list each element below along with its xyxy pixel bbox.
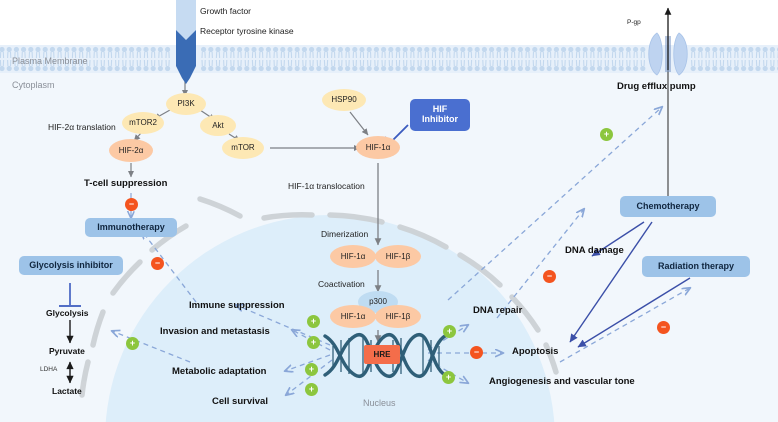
node-mtor2: mTOR2 xyxy=(122,112,164,134)
regulator-minus-radiation: − xyxy=(657,321,670,334)
outcome-apoptosis: Apoptosis xyxy=(512,346,559,357)
node-mtor2-label: mTOR2 xyxy=(129,118,157,127)
plus-symbol: + xyxy=(310,337,317,347)
therapy-chemotherapy-label: Chemotherapy xyxy=(636,200,700,211)
regulator-plus-glycolysis: + xyxy=(126,337,139,350)
outcome-t-cell-suppression: T-cell suppression xyxy=(84,178,168,189)
node-akt-label: Akt xyxy=(212,120,224,130)
outcome-immune-suppression: Immune suppression xyxy=(189,300,285,311)
plus-symbol: + xyxy=(308,364,315,374)
metabolite-glycolysis: Glycolysis xyxy=(46,308,89,318)
therapy-radiation-label: Radiation therapy xyxy=(657,260,734,271)
regulator-minus-tcell: − xyxy=(125,198,138,211)
metabolite-lactate: Lactate xyxy=(52,386,82,396)
node-coact-hif1b: HIF-1β xyxy=(375,305,421,328)
minus-symbol: − xyxy=(660,322,667,332)
therapy-hif-inhibitor[interactable]: HIF Inhibitor xyxy=(410,99,470,131)
plus-symbol: + xyxy=(445,372,452,382)
hre-label: HRE xyxy=(373,350,391,359)
therapy-chemotherapy[interactable]: Chemotherapy xyxy=(620,196,716,217)
regulator-plus-invasion: + xyxy=(307,336,320,349)
node-hif2a: HIF-2α xyxy=(109,139,153,162)
node-dimer-hif1b-label: HIF-1β xyxy=(385,251,411,261)
node-hsp90: HSP90 xyxy=(322,89,366,111)
outcome-invasion-metastasis: Invasion and metastasis xyxy=(160,326,270,337)
minus-symbol: − xyxy=(128,199,135,209)
node-hif1a-label: HIF-1α xyxy=(365,142,391,152)
minus-symbol: − xyxy=(546,271,553,281)
node-mtor-label: mTOR xyxy=(231,143,255,152)
pgp-label: P-gp xyxy=(627,19,641,26)
node-dimer-hif1a-label: HIF-1α xyxy=(340,251,366,261)
drug-efflux-pump-label: Drug efflux pump xyxy=(617,81,696,92)
node-pi3k-label: PI3K xyxy=(177,99,195,108)
therapy-immunotherapy-label: Immunotherapy xyxy=(97,221,165,232)
regulator-minus-apoptosis: − xyxy=(470,346,483,359)
outcome-dna-repair: DNA repair xyxy=(473,305,523,316)
regulator-plus-immunesupp: + xyxy=(307,315,320,328)
growth-factor-shape xyxy=(176,0,196,40)
regulator-plus-metabolic: + xyxy=(305,363,318,376)
node-dimer-hif1a: HIF-1α xyxy=(330,245,376,268)
regulator-plus-dnarepair: + xyxy=(443,325,456,338)
node-coact-hif1b-label: HIF-1β xyxy=(385,311,411,321)
node-dimer-hif1b: HIF-1β xyxy=(375,245,421,268)
dimerization-label: Dimerization xyxy=(321,229,369,239)
regulator-minus-immunesupp: − xyxy=(151,257,164,270)
regulator-plus-angiogenesis: + xyxy=(442,371,455,384)
plus-symbol: + xyxy=(308,384,315,394)
node-pi3k: PI3K xyxy=(166,93,206,115)
growth-factor-label: Growth factor xyxy=(200,6,252,16)
nucleus-label: Nucleus xyxy=(363,398,396,408)
node-hsp90-label: HSP90 xyxy=(331,95,357,104)
outcome-metabolic-adaptation: Metabolic adaptation xyxy=(172,366,267,377)
outcome-cell-survival: Cell survival xyxy=(212,396,268,407)
metabolite-pyruvate: Pyruvate xyxy=(49,346,85,356)
regulator-minus-dnadamage: − xyxy=(543,270,556,283)
hre-element: HRE xyxy=(364,345,400,364)
node-hif2a-label: HIF-2α xyxy=(118,145,144,155)
regulator-plus-efflux: + xyxy=(600,128,613,141)
regulator-plus-survival: + xyxy=(305,383,318,396)
outcome-angiogenesis: Angiogenesis and vascular tone xyxy=(489,376,635,388)
node-coact-hif1a: HIF-1α xyxy=(330,305,376,328)
outcome-angiogenesis-label: Angiogenesis and vascular tone xyxy=(489,376,635,387)
therapy-glycolysis-inhibitor-label: Glycolysis inhibitor xyxy=(29,259,113,270)
plus-symbol: + xyxy=(129,338,136,348)
plus-symbol: + xyxy=(446,326,453,336)
rtk-label: Receptor tyrosine kinase xyxy=(200,26,294,36)
outcome-dna-damage: DNA damage xyxy=(565,245,624,256)
therapy-glycolysis-inhibitor[interactable]: Glycolysis inhibitor xyxy=(19,256,123,275)
enzyme-ldha: LDHA xyxy=(40,366,58,373)
minus-symbol: − xyxy=(473,347,480,357)
rtk-shape xyxy=(176,30,196,84)
node-mtor: mTOR xyxy=(222,137,264,159)
plus-symbol: + xyxy=(603,129,610,139)
node-hif1a: HIF-1α xyxy=(356,136,400,159)
hif1a-translocation-label: HIF-1α translocation xyxy=(288,181,365,191)
therapy-radiation[interactable]: Radiation therapy xyxy=(642,256,750,277)
coactivation-label: Coactivation xyxy=(318,279,365,289)
therapy-immunotherapy[interactable]: Immunotherapy xyxy=(85,218,177,237)
therapy-hif-inhibitor-line1: HIF xyxy=(432,104,448,115)
node-p300-label: p300 xyxy=(369,297,387,306)
hif2a-translation-label: HIF-2α translation xyxy=(48,122,116,132)
therapy-hif-inhibitor-line2: Inhibitor xyxy=(422,114,458,124)
plus-symbol: + xyxy=(310,316,317,326)
node-akt: Akt xyxy=(200,115,236,136)
plasma-membrane-label: Plasma Membrane xyxy=(12,56,88,66)
node-coact-hif1a-label: HIF-1α xyxy=(340,311,366,321)
cytoplasm-label: Cytoplasm xyxy=(12,80,55,90)
minus-symbol: − xyxy=(154,258,161,268)
